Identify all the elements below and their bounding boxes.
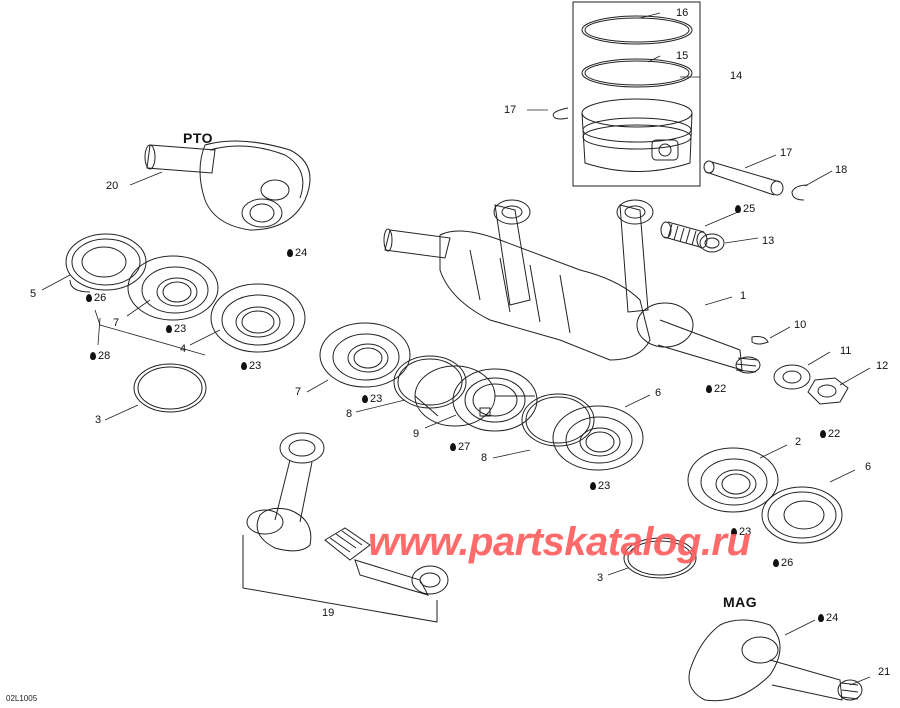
part-label-6-right: 6 — [865, 461, 872, 473]
oil-seal-6-right — [761, 486, 843, 544]
figure-code: 02L1005 — [6, 694, 38, 703]
pto-label: PTO — [183, 130, 214, 146]
oil-seal-5 — [65, 233, 147, 293]
piston — [581, 98, 693, 172]
part-label-6-middle: 6 — [655, 387, 662, 399]
oil-drop-icon — [86, 294, 92, 302]
oil-drop-icon — [241, 362, 247, 370]
connecting-rod-kit — [246, 432, 449, 596]
crankshaft-assembly — [383, 199, 761, 374]
part-label-1: 1 — [740, 290, 747, 302]
part-label-15: 15 — [676, 50, 689, 62]
oil-drop-icon — [706, 385, 712, 393]
lube-callout-23-b: 23 — [241, 360, 261, 372]
ball-bearing-4 — [210, 283, 306, 353]
ball-bearing-2 — [687, 447, 779, 513]
lock-washer-11 — [773, 364, 811, 390]
bracket-19 — [242, 535, 438, 623]
circlip-17 — [552, 107, 569, 120]
nut-12 — [807, 377, 849, 405]
o-ring-3-right — [623, 537, 697, 579]
part-label-17-circlip: 17 — [504, 104, 517, 116]
lube-callout-23-a: 23 — [166, 323, 186, 335]
oil-drop-icon — [166, 325, 172, 333]
oil-drop-icon — [818, 614, 824, 622]
part-label-20: 20 — [106, 180, 119, 192]
part-label-11: 11 — [840, 345, 852, 357]
part-label-5: 5 — [30, 288, 37, 300]
oil-drop-icon — [450, 443, 456, 451]
oil-drop-icon — [735, 205, 741, 213]
lube-callout-25: 25 — [735, 203, 755, 215]
piston-ring-15 — [581, 58, 693, 88]
part-label-14: 14 — [730, 70, 743, 82]
piston-group-box — [572, 1, 701, 187]
lube-callout-24-pto: 24 — [287, 247, 307, 259]
lube-callout-26-right: 26 — [773, 557, 793, 569]
oil-drop-icon — [90, 352, 96, 360]
part-label-3-left: 3 — [95, 414, 102, 426]
part-label-12: 12 — [876, 360, 889, 372]
snap-ring-8-upper — [393, 355, 467, 409]
lube-callout-23-e: 23 — [731, 526, 751, 538]
part-label-17-pin: 17 — [780, 147, 793, 159]
oil-drop-icon — [287, 249, 293, 257]
lube-callout-23-c: 23 — [362, 393, 382, 405]
part-label-7-middle: 7 — [295, 386, 302, 398]
lube-callout-22-a: 22 — [706, 383, 726, 395]
circlip-18 — [791, 184, 809, 201]
part-label-10: 10 — [794, 319, 807, 331]
watermark-text: www.partskatalog.ru — [368, 520, 751, 564]
lube-callout-22-b: 22 — [820, 428, 840, 440]
oil-drop-icon — [362, 395, 368, 403]
oil-drop-icon — [590, 482, 596, 490]
part-label-4: 4 — [180, 343, 187, 355]
distance-ring-9 — [414, 365, 538, 432]
mag-label: MAG — [723, 594, 758, 610]
ball-bearing-6-middle — [552, 405, 644, 471]
ball-bearing-7-left — [127, 255, 219, 321]
part-label-8-upper: 8 — [346, 408, 353, 420]
lube-callout-27: 27 — [450, 441, 470, 453]
mag-crank-half — [688, 619, 863, 702]
lube-callout-23-d: 23 — [590, 480, 610, 492]
key-10 — [751, 336, 769, 345]
part-label-2: 2 — [795, 436, 802, 448]
part-label-9: 9 — [413, 428, 420, 440]
lube-callout-26-left: 26 — [86, 292, 106, 304]
oil-drop-icon — [820, 430, 826, 438]
snap-ring-8-lower — [521, 393, 595, 447]
oil-drop-icon — [731, 528, 737, 536]
lube-callout-24-mag: 24 — [818, 612, 838, 624]
o-ring-3-left — [133, 363, 207, 413]
ball-bearing-7-middle — [319, 322, 411, 388]
part-label-16: 16 — [676, 7, 689, 19]
part-label-3-right: 3 — [597, 572, 604, 584]
washer-13 — [699, 233, 725, 253]
leader-lines — [41, 12, 871, 686]
oil-drop-icon — [773, 559, 779, 567]
part-label-13: 13 — [762, 235, 775, 247]
part-label-8-lower: 8 — [481, 452, 488, 464]
part-label-7-left: 7 — [113, 317, 120, 329]
piston-ring-16 — [581, 15, 693, 45]
part-label-18: 18 — [835, 164, 848, 176]
pto-crank-half — [144, 140, 311, 231]
lube-callout-28: 28 — [90, 350, 110, 362]
part-label-19: 19 — [322, 607, 335, 619]
part-label-21: 21 — [878, 666, 891, 678]
piston-pin — [703, 160, 784, 196]
